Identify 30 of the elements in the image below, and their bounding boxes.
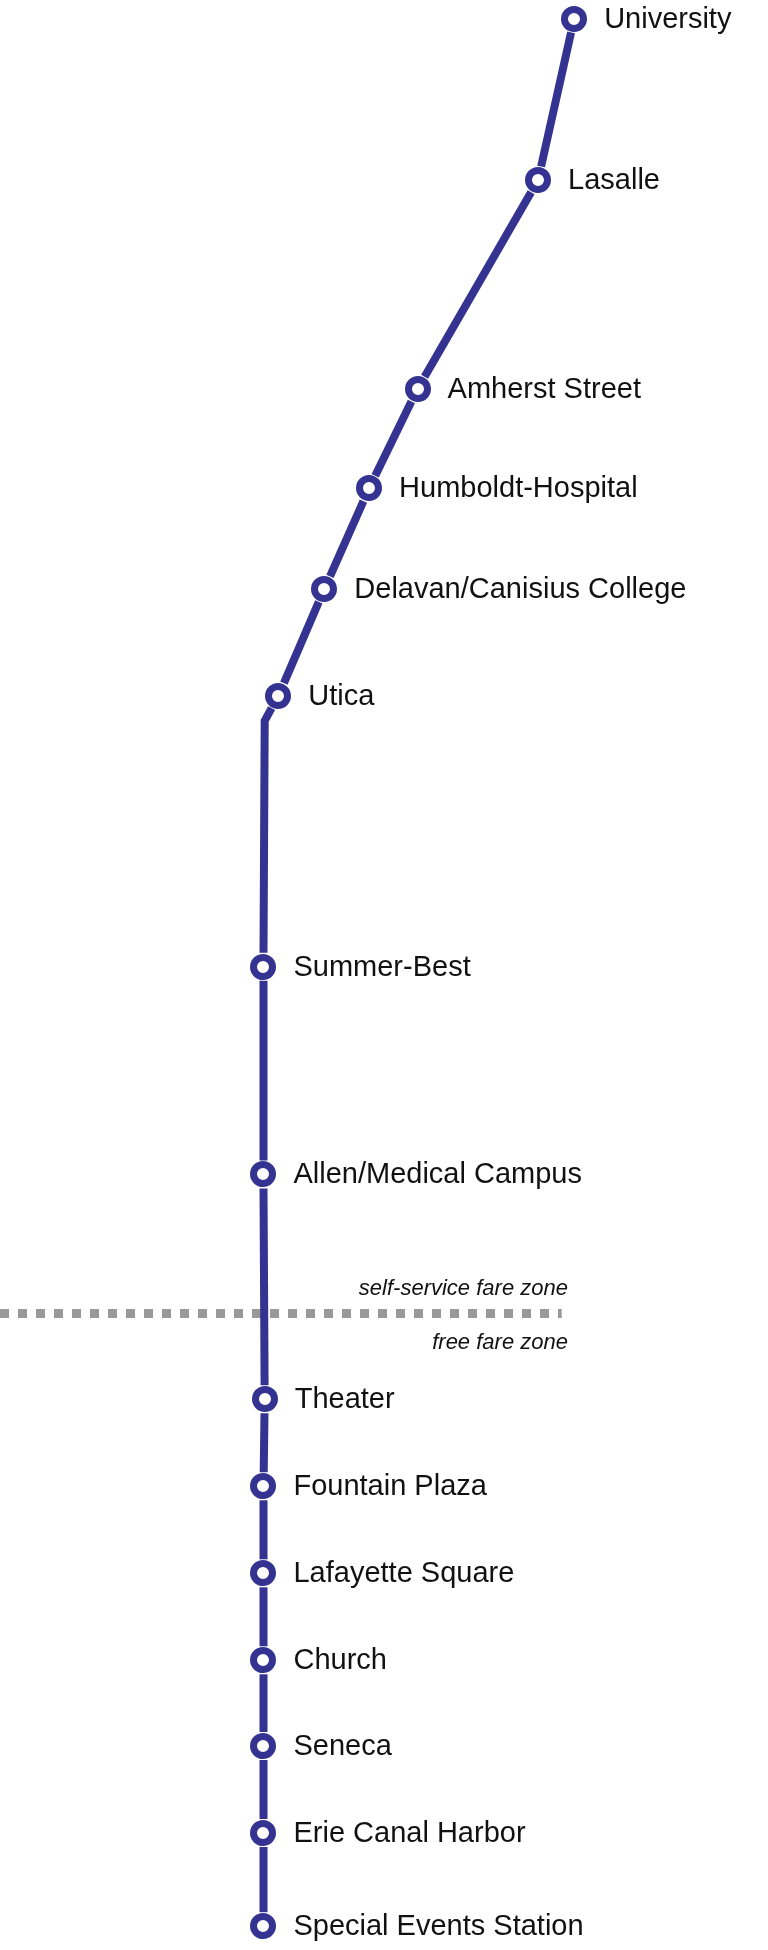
station-name: Allen/Medical Campus — [293, 1156, 582, 1191]
rail-line — [371, 399, 415, 478]
station-name: Amherst Street — [447, 370, 641, 405]
station-name: Summer-Best — [293, 948, 471, 983]
station-name: Special Events Station — [293, 1908, 584, 1943]
rail-line — [259, 1760, 268, 1819]
rail-line — [421, 190, 535, 379]
station-name: Seneca — [293, 1728, 392, 1762]
rail-line — [259, 1188, 269, 1386]
station-name: Utica — [308, 677, 375, 712]
fare-zone-label: self-service fare zone — [358, 1274, 568, 1301]
rail-line — [280, 600, 323, 685]
station-name: Lasalle — [568, 162, 660, 197]
rail-line — [326, 499, 368, 578]
rail-line — [259, 1674, 268, 1732]
rail-line — [259, 980, 268, 1161]
rail-line — [537, 31, 575, 168]
rail-line — [259, 1587, 268, 1647]
rail-line — [259, 706, 276, 953]
station-name: Theater — [294, 1381, 395, 1416]
station-name: University — [604, 0, 732, 35]
station-name: Humboldt-Hospital — [399, 470, 638, 505]
fare-zone-label: free fare zone — [432, 1329, 568, 1356]
station-name: Delavan/Canisius College — [354, 571, 687, 606]
station-name: Church — [293, 1642, 387, 1677]
station-name: Fountain Plaza — [293, 1468, 487, 1503]
station-name: Lafayette Square — [293, 1555, 515, 1590]
station-name: Erie Canal Harbor — [293, 1815, 526, 1849]
rail-line — [259, 1500, 268, 1560]
rail-line — [259, 1413, 269, 1473]
